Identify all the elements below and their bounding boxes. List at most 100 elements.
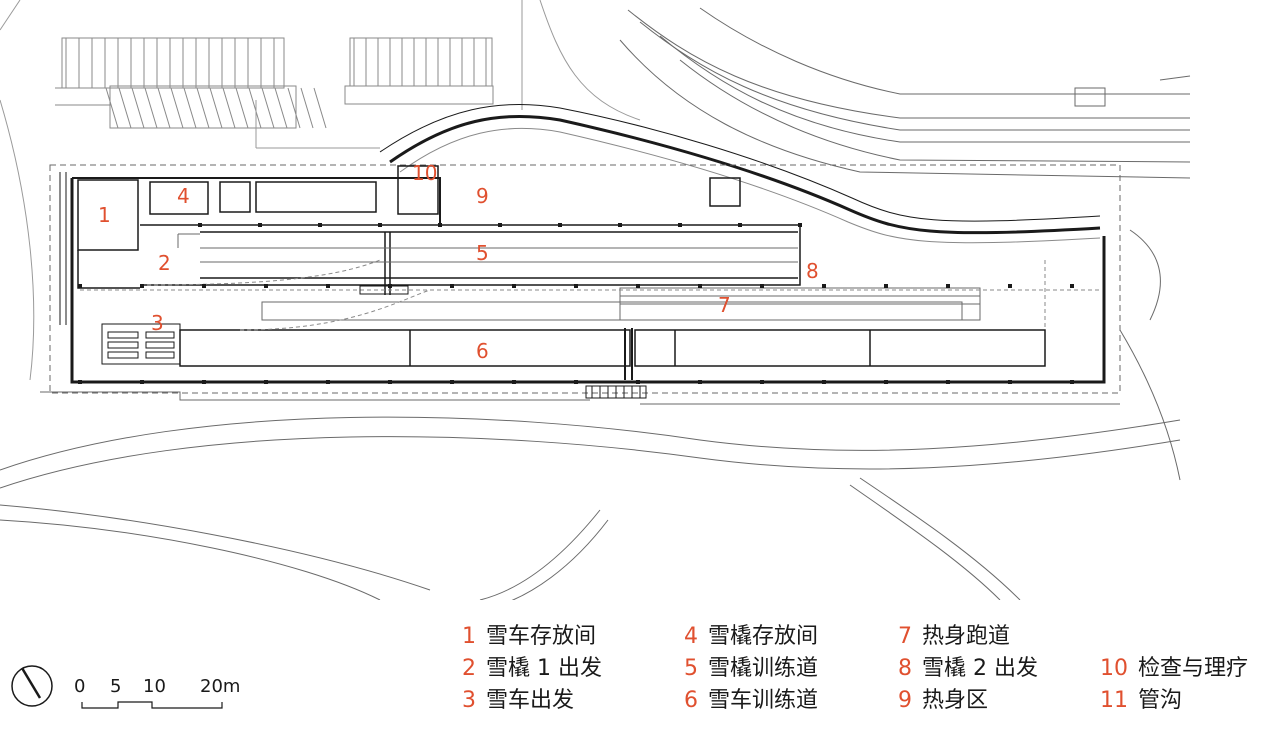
parking-stall-line — [157, 87, 171, 129]
column-marker — [760, 380, 764, 384]
column-marker — [798, 223, 802, 227]
ground-lines — [0, 229, 1181, 600]
column-marker — [698, 284, 702, 288]
column-marker — [198, 223, 202, 227]
column-marker — [822, 380, 826, 384]
column-marker — [558, 223, 562, 227]
scale-bar: 0 5 10 20m — [11, 665, 240, 709]
column-marker — [326, 380, 330, 384]
parking-stall-line — [235, 87, 249, 129]
parking-stall-line — [183, 87, 197, 129]
parking-lot-right — [344, 37, 494, 105]
column-marker — [738, 223, 742, 227]
column-marker — [78, 284, 82, 288]
scale-line — [81, 701, 223, 709]
stairs — [359, 285, 647, 399]
parking-stall-line — [300, 87, 314, 129]
column-marker — [1070, 380, 1074, 384]
column-marker — [388, 284, 392, 288]
column-marker — [78, 380, 82, 384]
column-marker — [698, 380, 702, 384]
scale-tick-10: 10 — [143, 676, 166, 697]
parking-stall-line — [144, 87, 158, 129]
scale-tick-20m: 20m — [200, 676, 240, 697]
column-marker — [258, 223, 262, 227]
column-marker — [202, 284, 206, 288]
lane-5 — [177, 233, 798, 263]
dashed-gridlines — [80, 259, 1100, 331]
column-marker — [378, 223, 382, 227]
lane-7 — [261, 287, 981, 321]
building-outline — [49, 164, 1121, 394]
site-lines — [0, 0, 641, 381]
column-marker — [1008, 284, 1012, 288]
north-arrow-icon — [11, 665, 53, 707]
column-marker — [946, 380, 950, 384]
room-number-10: 10 — [412, 161, 437, 185]
column-marker — [760, 284, 764, 288]
column-marker — [884, 380, 888, 384]
column-marker — [618, 223, 622, 227]
parking-stall-line — [261, 87, 275, 129]
column-marker — [318, 223, 322, 227]
room-number-4: 4 — [177, 184, 190, 208]
column-marker — [498, 223, 502, 227]
lane-6 — [179, 328, 1046, 380]
column-marker — [264, 284, 268, 288]
parking-stall-line — [196, 87, 210, 129]
room-number-1: 1 — [98, 203, 111, 227]
parking-stall-line — [222, 87, 236, 129]
column-marker — [140, 284, 144, 288]
parking-stall-line — [274, 87, 288, 129]
column-marker — [438, 223, 442, 227]
column-marker — [574, 380, 578, 384]
rooms-cluster — [77, 165, 801, 295]
column-marker — [450, 380, 454, 384]
start-area-3 — [101, 323, 181, 365]
column-marker — [512, 380, 516, 384]
parking-stall-line — [248, 87, 262, 129]
column-marker — [326, 284, 330, 288]
column-markers — [78, 223, 1074, 384]
parking-stall-line — [287, 87, 301, 129]
column-marker — [1008, 380, 1012, 384]
column-marker — [450, 284, 454, 288]
parking-lot-left — [55, 37, 327, 129]
column-marker — [1070, 284, 1074, 288]
roof-edge-curve — [379, 103, 1101, 244]
column-marker — [636, 380, 640, 384]
scale-tick-5: 5 — [110, 676, 121, 697]
parking-stall-line — [105, 87, 119, 129]
column-marker — [884, 284, 888, 288]
column-marker — [946, 284, 950, 288]
scale-tick-0: 0 — [74, 676, 85, 697]
room-number-3: 3 — [151, 311, 164, 335]
room-number-6: 6 — [476, 339, 489, 363]
column-marker — [574, 284, 578, 288]
parking-stall-line — [209, 87, 223, 129]
room-number-7: 7 — [718, 293, 731, 317]
parking-stall-line — [131, 87, 145, 129]
column-marker — [636, 284, 640, 288]
floor-plan: 1 2 3 4 5 6 7 8 9 10 — [0, 0, 1191, 600]
column-marker — [512, 284, 516, 288]
room-number-8: 8 — [806, 259, 819, 283]
parking-stall-line — [313, 87, 327, 129]
column-marker — [140, 380, 144, 384]
parking-stall-line — [118, 87, 132, 129]
room-number-2: 2 — [158, 251, 171, 275]
column-marker — [202, 380, 206, 384]
room-number-5: 5 — [476, 241, 489, 265]
column-marker — [822, 284, 826, 288]
